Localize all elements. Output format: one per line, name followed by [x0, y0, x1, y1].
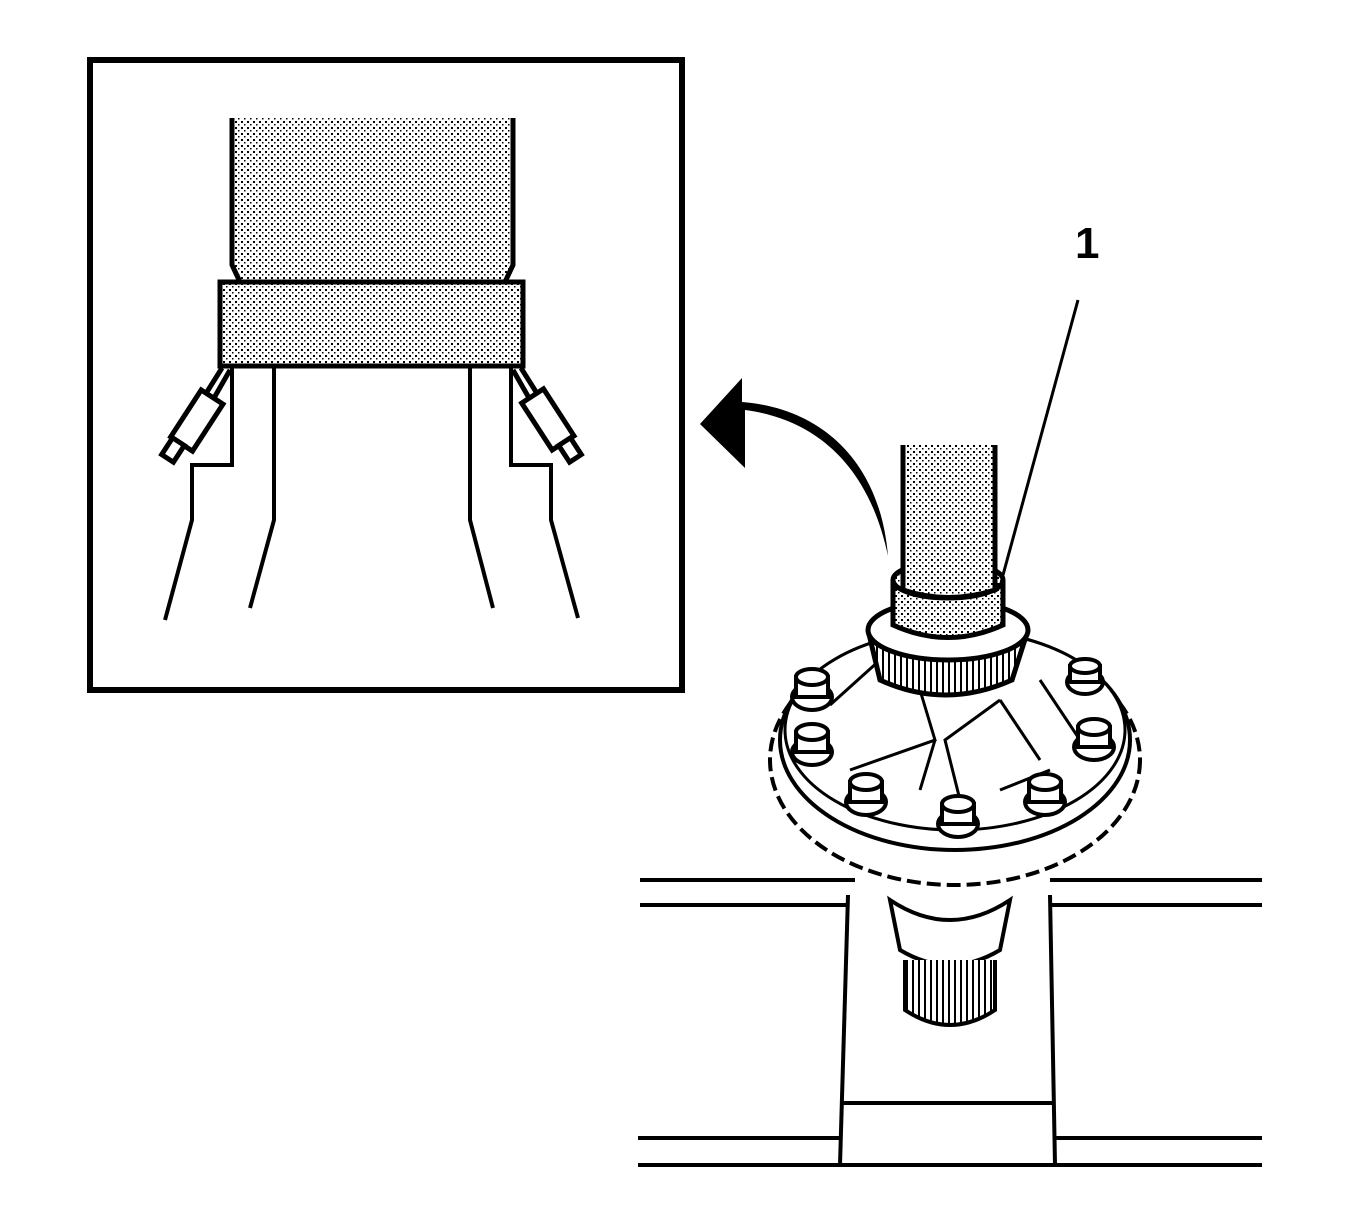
bolt [790, 667, 834, 712]
bolt [1072, 717, 1116, 762]
bolt [1065, 657, 1105, 696]
bolt [936, 794, 980, 839]
pinion-stub [887, 895, 1013, 1027]
bearing-installer-tool [890, 445, 1006, 640]
inset-tool-shaft [217, 118, 526, 369]
bolt [790, 722, 834, 767]
callout-label-1: 1 [1075, 219, 1100, 268]
main-assembly [638, 445, 1262, 1167]
inset-housing-lines [163, 366, 580, 621]
callout-leader-1 [1001, 299, 1080, 576]
inset-roller-left [158, 366, 233, 466]
detail-inset [87, 57, 685, 693]
bench-fixture [638, 878, 1262, 1167]
case-ribs [828, 658, 1082, 801]
bolt [844, 772, 888, 817]
inset-roller-right [510, 366, 585, 466]
bolts [790, 657, 1116, 839]
bolt [1023, 772, 1067, 817]
detail-arrow-icon [700, 378, 888, 556]
